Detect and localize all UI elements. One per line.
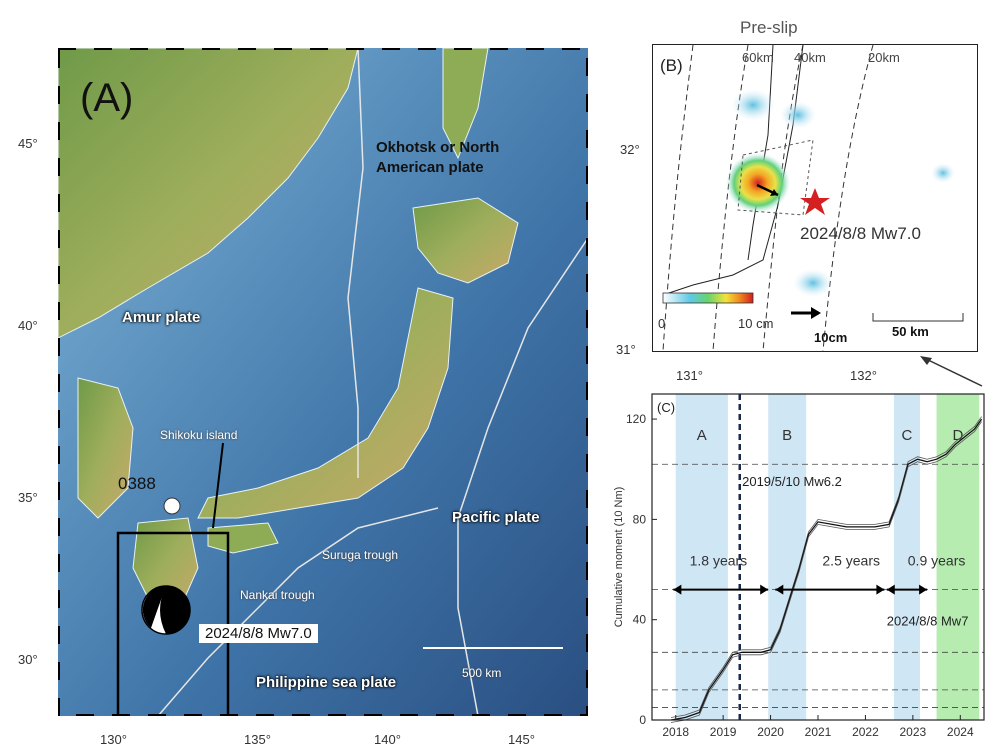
y-axis-label: Cumulative moment (10 Nm) [613,487,625,628]
x-tick-label: 2018 [662,725,689,739]
shikoku-label: Shikoku island [160,428,238,442]
b-lon-tick: 131° [676,368,703,383]
period-label: C [902,427,913,444]
x-tick-label: 2020 [757,725,784,739]
arrow-head [673,584,682,595]
y-tick-label: 40 [633,613,647,627]
b-lat-tick: 31° [616,342,636,357]
moment-chart: A B C D 1.8 years 2.5 years 0.9 years 2019/5/10… [613,393,985,739]
arrow-head [886,584,895,595]
x-tick-label: 2022 [852,725,879,739]
panel-a-map [56,46,590,720]
colorbar-min: 0 [658,316,666,331]
arrow-head [876,584,885,595]
x-tick-label: 2019 [710,725,737,739]
period-band [768,394,807,720]
preslip-map [662,44,964,352]
period-label: D [952,427,963,444]
b-lon-tick: 132° [850,368,877,383]
interval-label: 1.8 years [690,553,748,569]
focal-mechanism-icon [141,585,191,635]
y-tick-label: 0 [639,713,646,727]
station-label: 0388 [118,474,156,493]
depth-label-40: 40km [794,50,826,65]
event-2019-label: 2019/5/10 Mw6.2 [742,474,842,489]
interval-label: 2.5 years [822,553,880,569]
panel-a-label: (A) [80,76,134,120]
event-2024-label: 2024/8/8 Mw7 [887,614,969,629]
period-band [936,394,980,720]
colorbar-max: 10 cm [738,316,774,331]
japan-relief-map [56,46,590,720]
arrow-head [919,584,928,595]
y-tick-label: 80 [633,512,647,526]
moment-series-line [670,418,983,721]
panel-b-title: Pre-slip [740,18,798,37]
x-tick-label: 2024 [947,725,974,739]
period-label: A [697,427,707,444]
distance-scale-label: 50 km [892,324,929,339]
pacific-plate-label: Pacific plate [452,509,540,526]
lat-tick: 45° [18,136,38,151]
depth-label-20: 20km [868,50,900,65]
arrow-head [775,584,784,595]
moment-series-line [670,421,982,723]
arrow-head [760,584,769,595]
amur-plate-label: Amur plate [122,309,201,326]
panel-b-map [652,44,978,352]
scale-label-a: 500 km [462,666,502,680]
depth-label-60: 60km [742,50,774,65]
lon-tick: 130° [100,732,127,747]
lon-tick: 135° [244,732,271,747]
lon-tick: 145° [508,732,535,747]
lat-tick: 35° [18,490,38,505]
period-band [893,394,920,720]
period-band [675,394,728,720]
lat-tick: 40° [18,318,38,333]
b-lat-tick: 32° [620,142,640,157]
x-tick-label: 2023 [900,725,927,739]
event-label-a: 2024/8/8 Mw7.0 [199,624,318,643]
vector-scale-label: 10cm [814,330,848,345]
lon-tick: 140° [374,732,401,747]
y-tick-label: 120 [626,412,646,426]
pointer-arrow-icon [920,356,983,387]
x-tick-label: 2021 [805,725,832,739]
nankai-label: Nankai trough [240,588,315,602]
philippine-plate-label: Philippine sea plate [256,674,397,691]
moment-series-line [670,416,982,718]
interval-label: 0.9 years [908,553,966,569]
suruga-label: Suruga trough [322,548,399,562]
panel-c-label: (C) [657,400,675,415]
okhotsk-plate-label: Okhotsk or North American plate [376,139,500,176]
event-label-b: 2024/8/8 Mw7.0 [800,224,921,243]
panel-b-label: (B) [660,56,683,75]
period-label: B [782,427,792,444]
lat-tick: 30° [18,652,38,667]
epicenter-star-icon [800,188,830,215]
